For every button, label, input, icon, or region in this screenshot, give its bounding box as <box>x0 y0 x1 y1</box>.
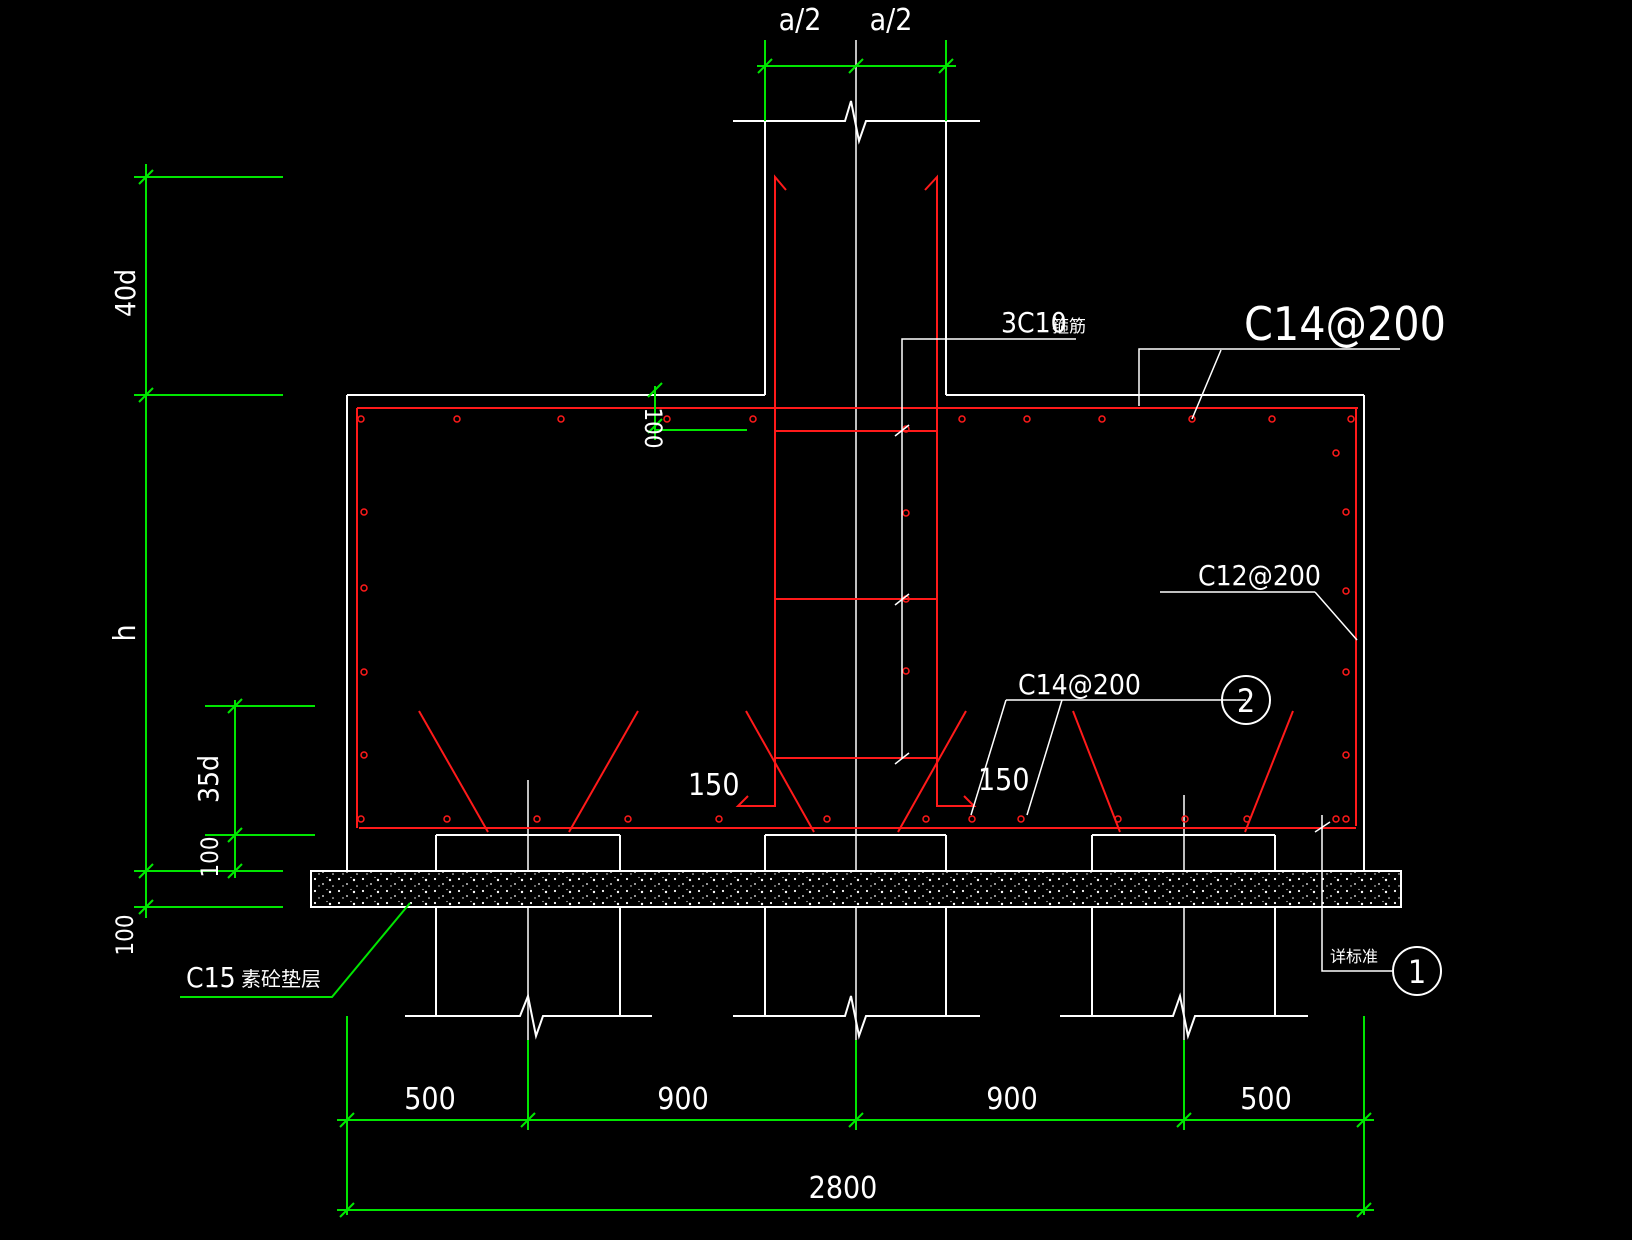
dim-900-right-label: 900 <box>986 1082 1038 1117</box>
column-break-line <box>733 100 980 145</box>
pad-note: 素砼垫层 <box>241 967 321 991</box>
rebar <box>356 174 1358 833</box>
dim-35d-label: 35d <box>192 755 225 803</box>
top-half-left-label: a/2 <box>779 3 822 38</box>
dim-h-label: h <box>108 624 143 641</box>
callout-1-number: 1 <box>1408 953 1426 991</box>
dim-500-left-label: 500 <box>404 1082 456 1117</box>
column-bar-left <box>735 174 787 807</box>
dim-900-left-label: 900 <box>657 1082 709 1117</box>
top-rebar-label: C14@200 <box>1244 297 1446 351</box>
hook-right-label: 150 <box>978 763 1030 798</box>
dimension-lines <box>134 40 1374 1218</box>
dim-500-right-label: 500 <box>1240 1082 1292 1117</box>
detail-note: 详标准 <box>1330 947 1378 966</box>
callout-2-circle <box>1221 675 1271 725</box>
stirrup-label: 3C10 <box>1001 306 1067 339</box>
dim-total-label: 2800 <box>809 1171 878 1206</box>
top-half-right-label: a/2 <box>870 3 913 38</box>
cover-top-label: 100 <box>639 407 667 448</box>
hook-left-label: 150 <box>688 768 740 803</box>
piles <box>405 780 1308 1060</box>
dim-100b-label: 100 <box>111 914 139 955</box>
dim-40d-label: 40d <box>109 269 142 317</box>
callout-1-circle <box>1392 946 1442 996</box>
c15-cushion-layer <box>310 870 1402 908</box>
dim-100a-label: 100 <box>196 836 224 877</box>
bottom-rebar-label: C14@200 <box>1018 668 1141 701</box>
stirrup-note: 箍筋 <box>1052 317 1086 337</box>
leaders <box>894 338 1400 972</box>
pad-label: C15 <box>186 961 236 994</box>
callout-2-number: 2 <box>1237 682 1255 720</box>
side-rebar-label: C12@200 <box>1198 559 1321 592</box>
callouts <box>1221 675 1442 996</box>
rebar-dots <box>357 415 1355 823</box>
concrete-outline <box>346 40 1365 1060</box>
column-bar-right <box>924 174 977 807</box>
